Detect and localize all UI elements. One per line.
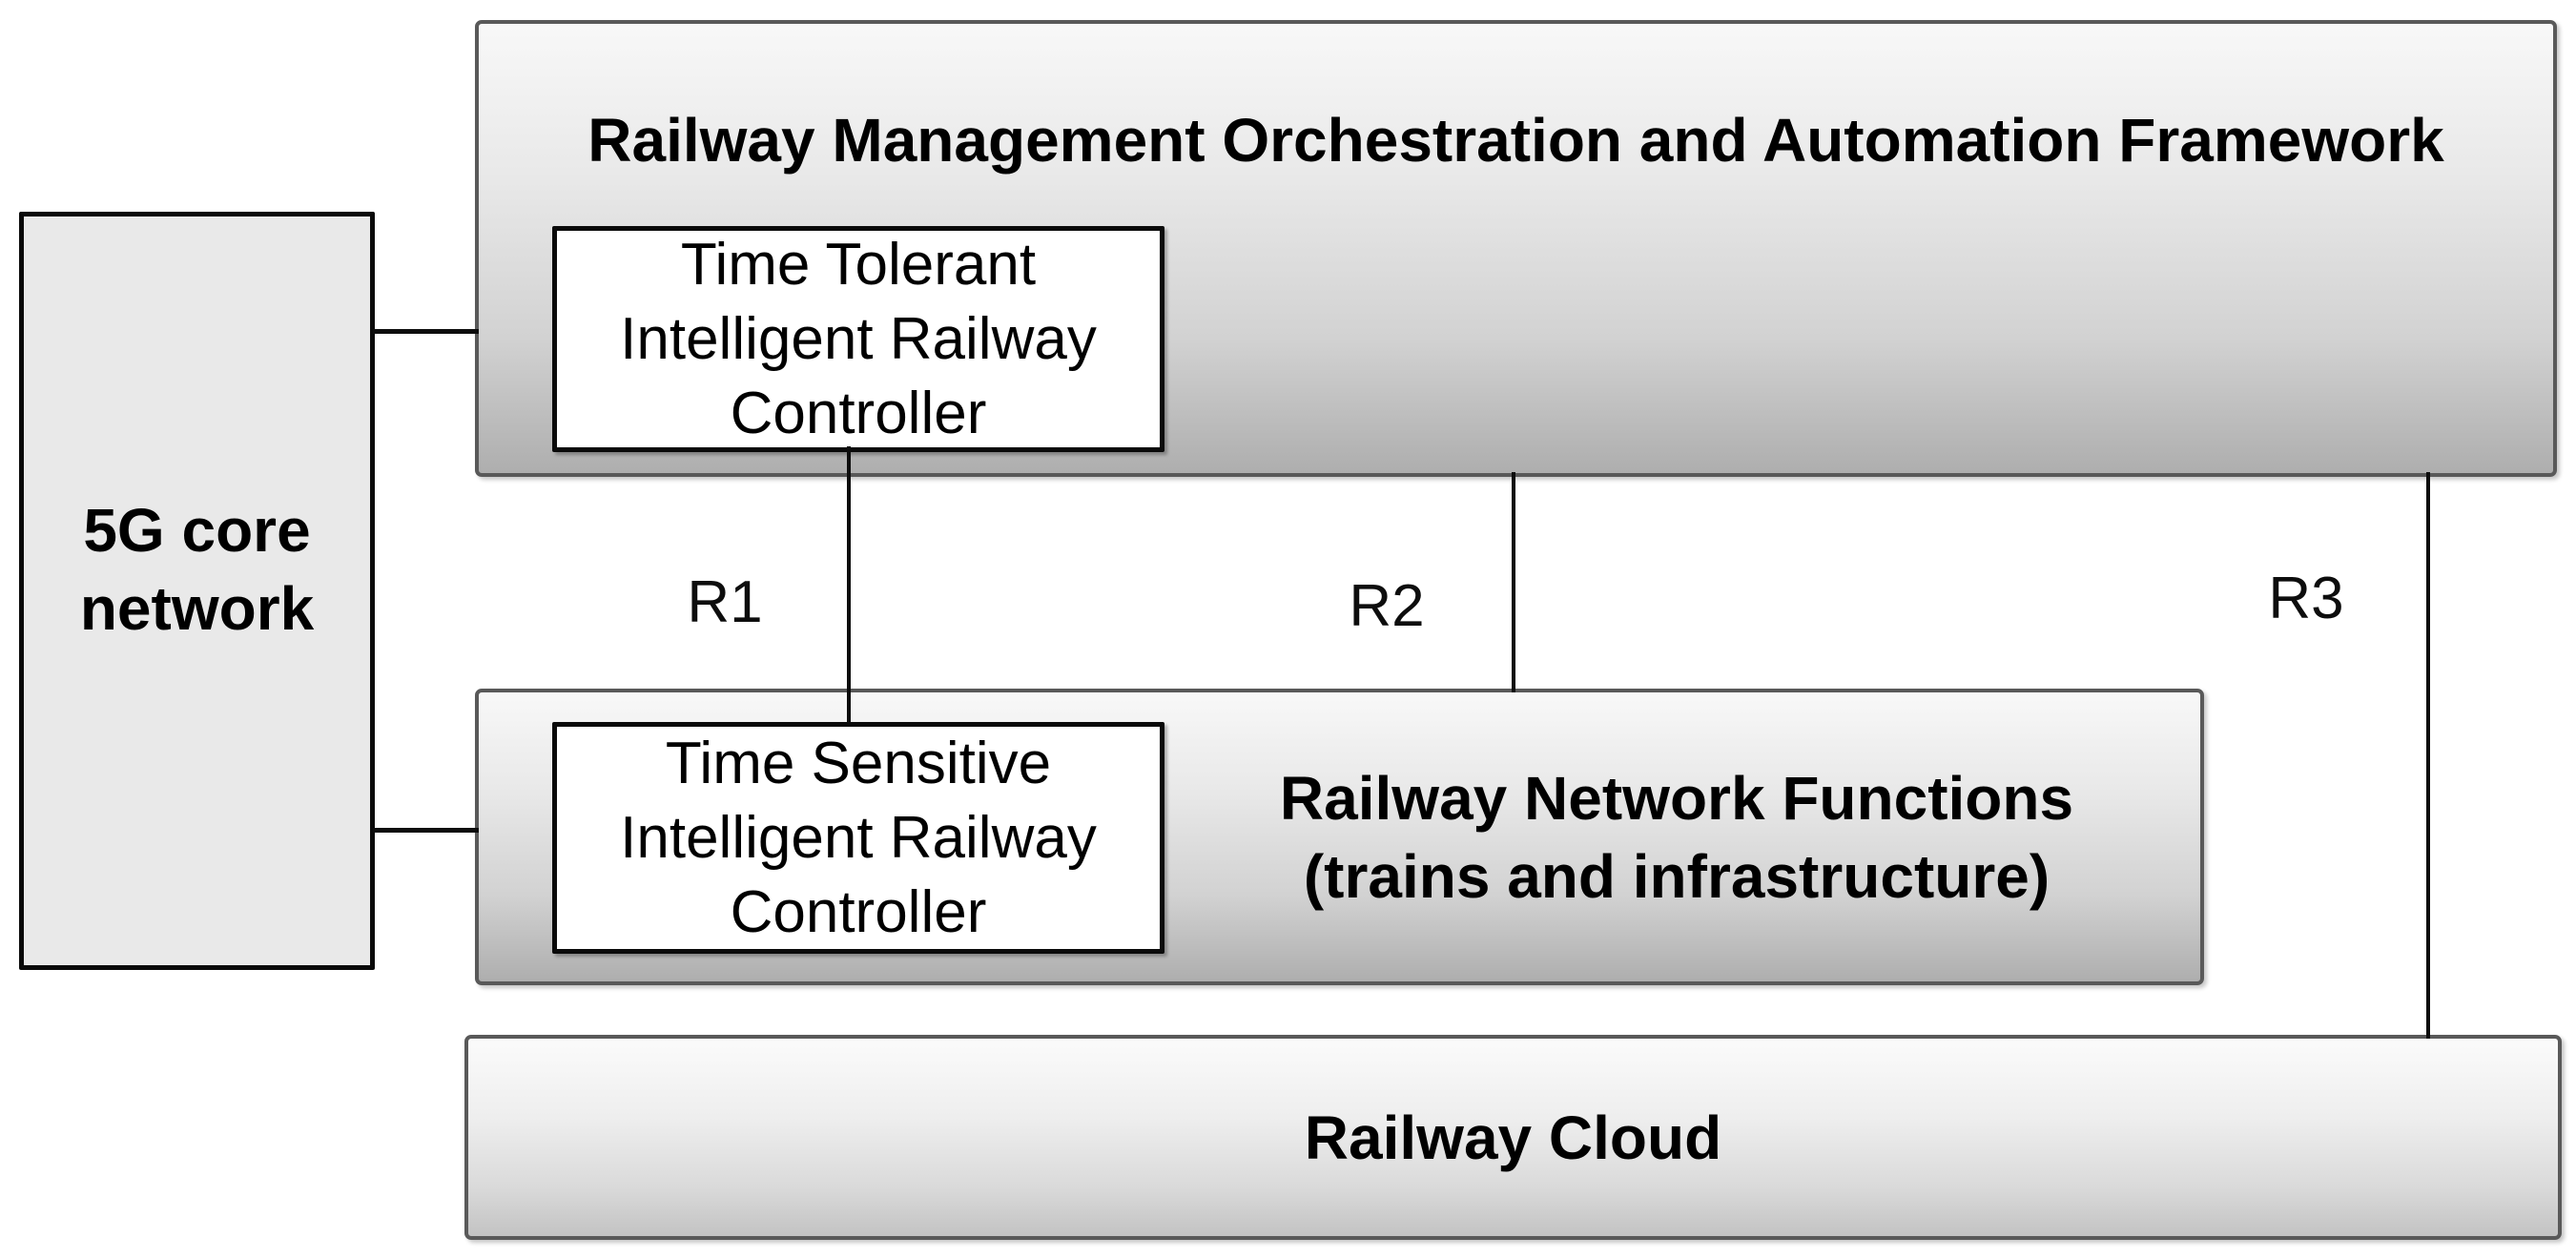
r2-label: R2 bbox=[1349, 573, 1425, 639]
r1-label: R1 bbox=[687, 569, 763, 635]
core-network-box: 5G core network bbox=[19, 212, 375, 970]
time-sensitive-controller-box: Time Sensitive Intelligent Railway Contr… bbox=[552, 722, 1164, 954]
r1-connector-line bbox=[847, 446, 851, 723]
connector-core-to-network-functions bbox=[373, 828, 479, 833]
r3-label: R3 bbox=[2268, 566, 2344, 631]
network-functions-label: Railway Network Functions (trains and in… bbox=[1279, 763, 2074, 911]
railway-cloud-box: Railway Cloud bbox=[464, 1035, 2562, 1240]
network-functions-box: Time Sensitive Intelligent Railway Contr… bbox=[475, 689, 2204, 985]
time-tolerant-controller-box: Time Tolerant Intelligent Railway Contro… bbox=[552, 226, 1164, 452]
r3-connector-line bbox=[2426, 472, 2430, 1039]
connector-core-to-framework bbox=[373, 329, 479, 334]
framework-box: Railway Management Orchestration and Aut… bbox=[475, 20, 2557, 477]
r2-connector-line bbox=[1512, 472, 1515, 692]
framework-title: Railway Management Orchestration and Aut… bbox=[587, 106, 2444, 175]
